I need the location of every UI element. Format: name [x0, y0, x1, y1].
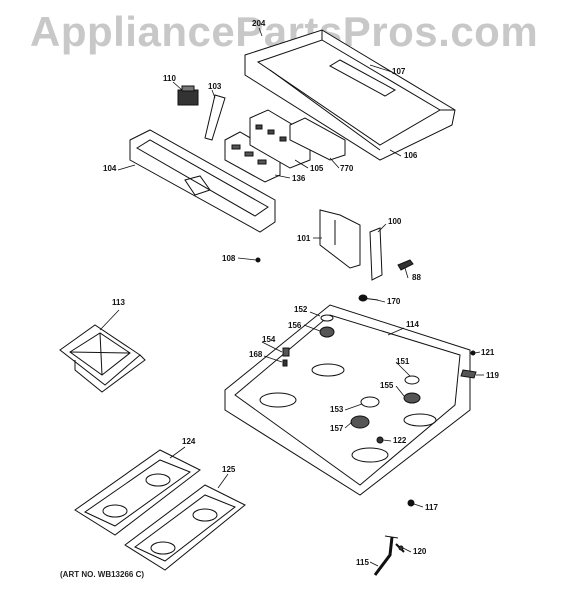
- rod-115: [373, 535, 399, 576]
- callout-125: 125: [222, 465, 236, 474]
- art-number: (ART NO. WB13266 C): [60, 570, 145, 579]
- clock-panel-136: [224, 131, 281, 183]
- burner-head-155: [403, 392, 421, 404]
- part-168: [282, 359, 288, 367]
- control-board-105: [249, 109, 311, 169]
- callout-105: 105: [310, 164, 324, 173]
- switch-part: [177, 85, 199, 106]
- callout-106: 106: [404, 151, 418, 160]
- bracket-103: [204, 94, 226, 141]
- callout-204: 204: [252, 19, 266, 28]
- drip-pan-124: [74, 449, 201, 536]
- screw-108: [255, 257, 261, 263]
- part-88: [397, 259, 414, 271]
- callout-119: 119: [486, 371, 499, 380]
- burner-head-156: [319, 326, 335, 338]
- burner-head-157: [350, 415, 370, 429]
- screw-121: [470, 350, 476, 356]
- clip-120: [395, 543, 405, 553]
- callout-100: 100: [388, 217, 402, 226]
- cooktop-114: [224, 304, 471, 496]
- callout-115: 115: [356, 558, 369, 567]
- burner-cap-152: [320, 314, 334, 322]
- callout-121: 121: [481, 348, 495, 357]
- callout-113: 113: [112, 298, 125, 307]
- control-panel-104: [129, 129, 276, 233]
- callout-155: 155: [380, 381, 394, 390]
- callout-101: 101: [297, 234, 311, 243]
- callout-117: 117: [425, 503, 438, 512]
- callout-104: 104: [103, 164, 117, 173]
- part-122: [376, 436, 384, 444]
- callout-168: 168: [249, 350, 263, 359]
- callout-152: 152: [294, 305, 308, 314]
- part-117: [407, 499, 415, 507]
- callout-151: 151: [396, 357, 410, 366]
- callout-120: 120: [413, 547, 427, 556]
- callout-110: 110: [163, 74, 176, 83]
- callout-154: 154: [262, 335, 276, 344]
- burner-cap-151: [404, 375, 420, 385]
- grate-113: [59, 324, 146, 393]
- bracket-100: [369, 227, 383, 281]
- callout-157: 157: [330, 424, 344, 433]
- callout-108: 108: [222, 254, 236, 263]
- callout-107: 107: [392, 67, 406, 76]
- callout-114: 114: [406, 320, 419, 329]
- callout-170: 170: [387, 297, 401, 306]
- burner-cap-153: [360, 396, 380, 408]
- leader-lines: [99, 27, 484, 567]
- callout-122: 122: [393, 436, 407, 445]
- callout-770: 770: [340, 164, 354, 173]
- callout-156: 156: [288, 321, 302, 330]
- callout-88: 88: [412, 273, 421, 282]
- callout-153: 153: [330, 405, 344, 414]
- drip-pan-125: [124, 484, 246, 571]
- bracket-101: [319, 209, 361, 269]
- part-119: [460, 369, 477, 379]
- callout-136: 136: [292, 174, 306, 183]
- callout-103: 103: [208, 82, 222, 91]
- bracket-770: [289, 117, 346, 161]
- rear-trim-panel: [244, 29, 456, 161]
- screw-170: [358, 294, 379, 302]
- callout-124: 124: [182, 437, 196, 446]
- burner-154: [282, 347, 290, 357]
